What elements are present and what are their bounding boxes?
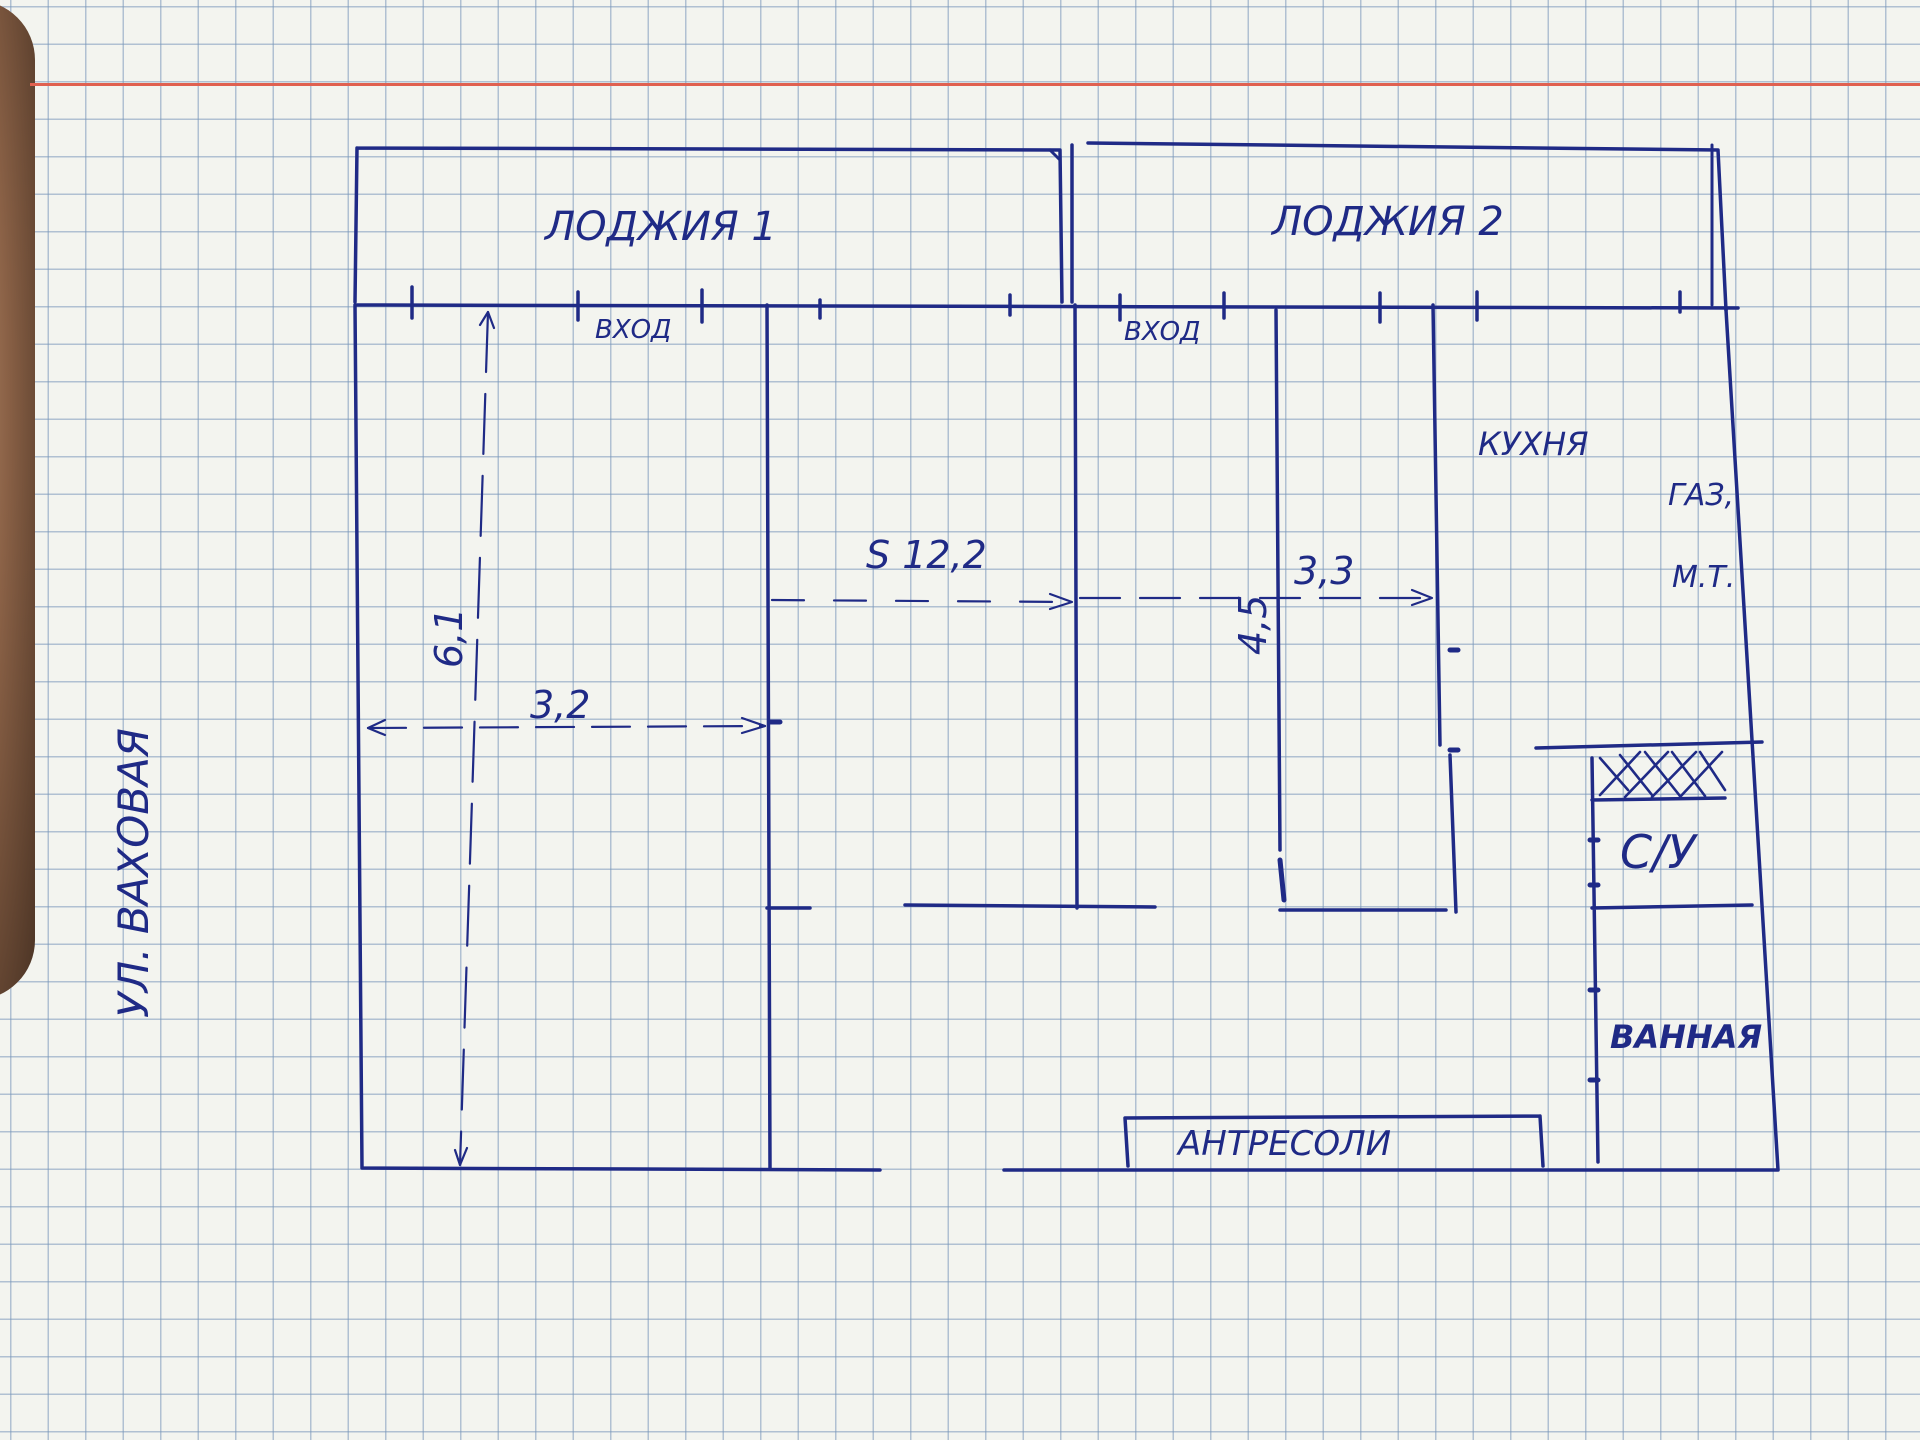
dim-height-right: 4,5 — [1231, 595, 1275, 655]
label-loggia-2: ЛОДЖИЯ 2 — [1270, 199, 1504, 245]
apartment-outer-wall — [353, 303, 1780, 1172]
dimension-arrows-left-height — [453, 310, 496, 1167]
window-ticks — [410, 285, 1682, 324]
loggia-railing-marks — [1048, 143, 1714, 307]
label-entrance-2: ВХОД — [1124, 317, 1200, 347]
door-ticks — [767, 647, 1601, 1083]
label-street: УЛ. ВАХОВАЯ — [109, 728, 158, 1018]
dimension-line-left-width — [366, 724, 767, 730]
finger-holding-paper — [0, 0, 35, 1000]
label-bathroom: ВАННАЯ — [1610, 1018, 1762, 1056]
closet-hatch — [1598, 750, 1727, 799]
label-mt: М.Т. — [1672, 560, 1735, 595]
dimension-line-right-height — [1274, 333, 1282, 852]
dimension-line-middle — [770, 598, 1074, 604]
dim-area-middle: S 12,2 — [866, 533, 987, 577]
label-gas: ГАЗ, — [1668, 478, 1734, 513]
dim-width-left: 3,2 — [530, 683, 590, 727]
dimension-line-left-height — [458, 310, 490, 1167]
dimension-arrows-right-width — [1410, 588, 1434, 607]
dimension-arrows-middle — [1048, 592, 1074, 611]
loggia-outer-wall — [353, 141, 1728, 312]
dimension-arrows-left-width — [366, 716, 767, 737]
red-margin-line — [30, 83, 1920, 86]
label-loggia-1: ЛОДЖИЯ 1 — [543, 204, 777, 250]
dim-width-right: 3,3 — [1294, 549, 1354, 593]
label-entrance-1: ВХОД — [595, 315, 671, 345]
label-kitchen: КУХНЯ — [1478, 425, 1588, 463]
label-wc: С/У — [1620, 825, 1699, 879]
dim-height-left: 6,1 — [427, 608, 471, 668]
label-mezzanine: АНТРЕСОЛИ — [1176, 1124, 1391, 1164]
